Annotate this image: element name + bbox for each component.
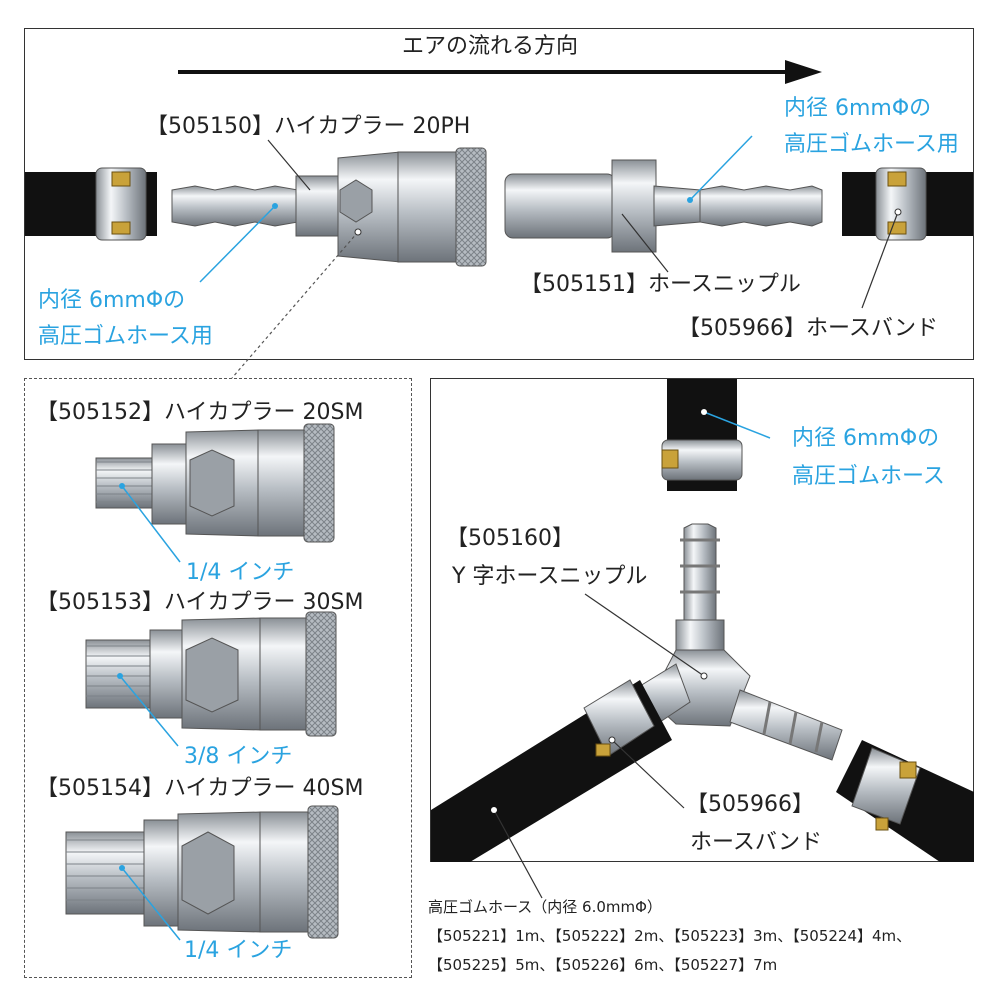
hose-top-label-line1: 内径 6mmΦの [792,426,940,451]
top-leaders [199,135,902,379]
y-nipple-code: 【505160】 [446,526,574,551]
hose-left [25,167,157,241]
coupler-40sm-label: 【505154】ハイカプラー 40SM [36,776,364,801]
hose-spec-title: 高圧ゴムホース（内径 6.0mmΦ） [428,898,662,916]
hose-nipple-505151 [504,159,823,253]
hi-coupler-20ph [171,147,487,267]
inner-dia-left-line1: 内径 6mmΦの [38,288,186,313]
hose-spec-line1: 【505221】1m、【505222】2m、【505223】3m、【505224… [428,927,912,945]
coupler-20sm-label: 【505152】ハイカプラー 20SM [36,400,364,425]
y-hose-nipple [639,523,843,761]
hose-spec-line2: 【505225】5m、【505226】6m、【505227】7m [428,956,778,974]
hose-top-label-line2: 高圧ゴムホース [792,464,945,489]
hi-coupler-20sm [95,423,335,543]
coupler-40sm-size: 1/4 インチ [184,938,293,963]
coupler-30sm-size: 3/8 インチ [184,744,293,769]
band-code: 【505966】 [686,792,814,817]
airflow-label: エアの流れる方向 [402,34,579,59]
right-leaders [491,409,771,899]
coupler-20ph-label: 【505150】ハイカプラー 20PH [146,114,471,139]
inner-dia-right-line2: 高圧ゴムホース用 [784,132,959,157]
y-nipple-name: Y 字ホースニップル [452,564,648,589]
hose-top [661,379,743,491]
band-name: ホースバンド [690,830,823,855]
hose-bottom-right [836,740,974,862]
inner-dia-right-line1: 内径 6mmΦの [784,96,932,121]
hose-nipple-label: 【505151】ホースニップル [520,272,801,297]
hi-coupler-40sm [65,805,339,939]
inner-dia-left-line2: 高圧ゴムホース用 [38,324,213,349]
couplers-panel [24,378,412,978]
coupler-20sm-size: 1/4 インチ [186,560,295,585]
coupler-30sm-label: 【505153】ハイカプラー 30SM [36,590,364,615]
hose-right [842,167,973,241]
hose-bottom-left [431,679,672,862]
hose-band-label: 【505966】ホースバンド [678,316,938,341]
left-leaders [117,483,181,941]
airflow-arrow [178,60,822,84]
hi-coupler-30sm [85,611,337,737]
